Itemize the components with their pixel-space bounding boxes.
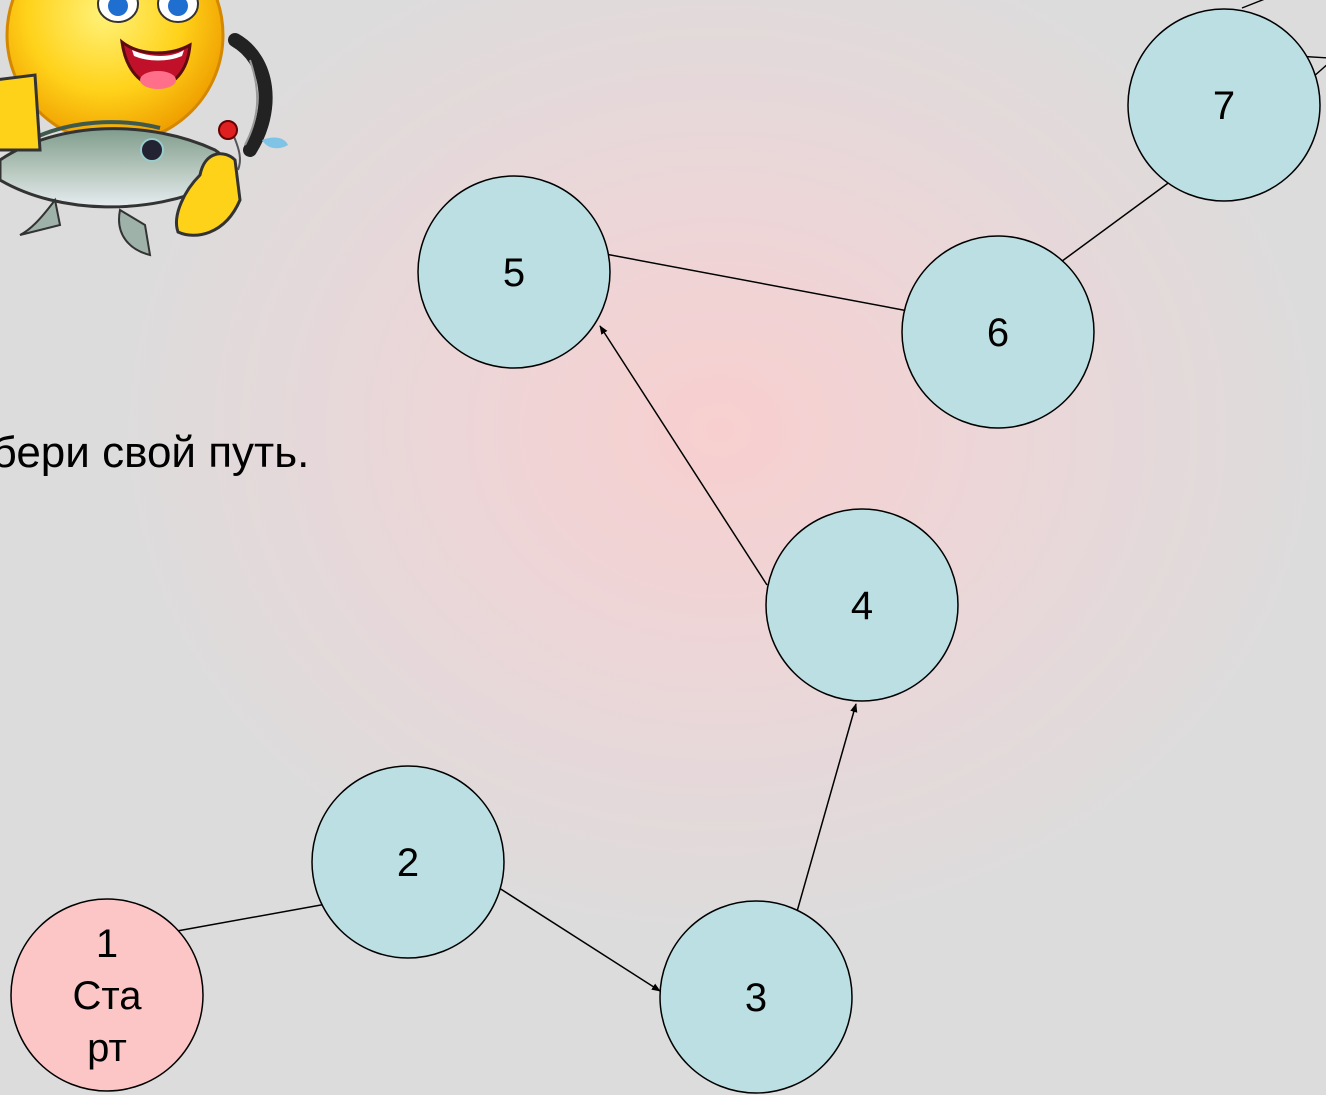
node-5[interactable]: 5	[417, 175, 611, 369]
node-6[interactable]: 6	[901, 235, 1095, 429]
edge-arrow-4-to-5	[599, 325, 768, 586]
node-label-1-line-1: 1	[96, 922, 118, 966]
node-label-3: 3	[745, 976, 767, 1020]
edge-arrow-5-to-6	[599, 252, 920, 316]
sun-fisher-illustration	[0, 0, 288, 257]
node-4[interactable]: 4	[765, 508, 959, 702]
node-label-1-line-2: Ста	[72, 974, 142, 1018]
node-label-7: 7	[1213, 84, 1235, 128]
node-circle-3	[659, 900, 853, 1094]
node-circle-2	[311, 765, 505, 959]
edge-arrow-6-to-7	[1053, 177, 1176, 268]
edge-arrow-3-to-4	[795, 703, 858, 916]
node-3[interactable]: 3	[659, 900, 853, 1094]
node-circle-1	[10, 898, 204, 1092]
node-label-1-line-3: рт	[87, 1026, 127, 1070]
node-circle-5	[417, 175, 611, 369]
node-7[interactable]: 7	[1127, 8, 1321, 202]
node-label-5: 5	[503, 251, 525, 295]
edge-arrow-1-to-2	[176, 898, 344, 932]
node-label-6: 6	[987, 311, 1009, 355]
node-circle-4	[765, 508, 959, 702]
node-circle-6	[901, 235, 1095, 429]
page-heading: ыбери свой путь.	[0, 428, 310, 477]
node-label-4: 4	[851, 584, 873, 628]
node-label-2: 2	[397, 841, 419, 885]
edges	[176, 177, 1176, 992]
node-2[interactable]: 2	[311, 765, 505, 959]
edge-arrow-2-to-3	[495, 885, 661, 992]
node-circle-7	[1127, 8, 1321, 202]
